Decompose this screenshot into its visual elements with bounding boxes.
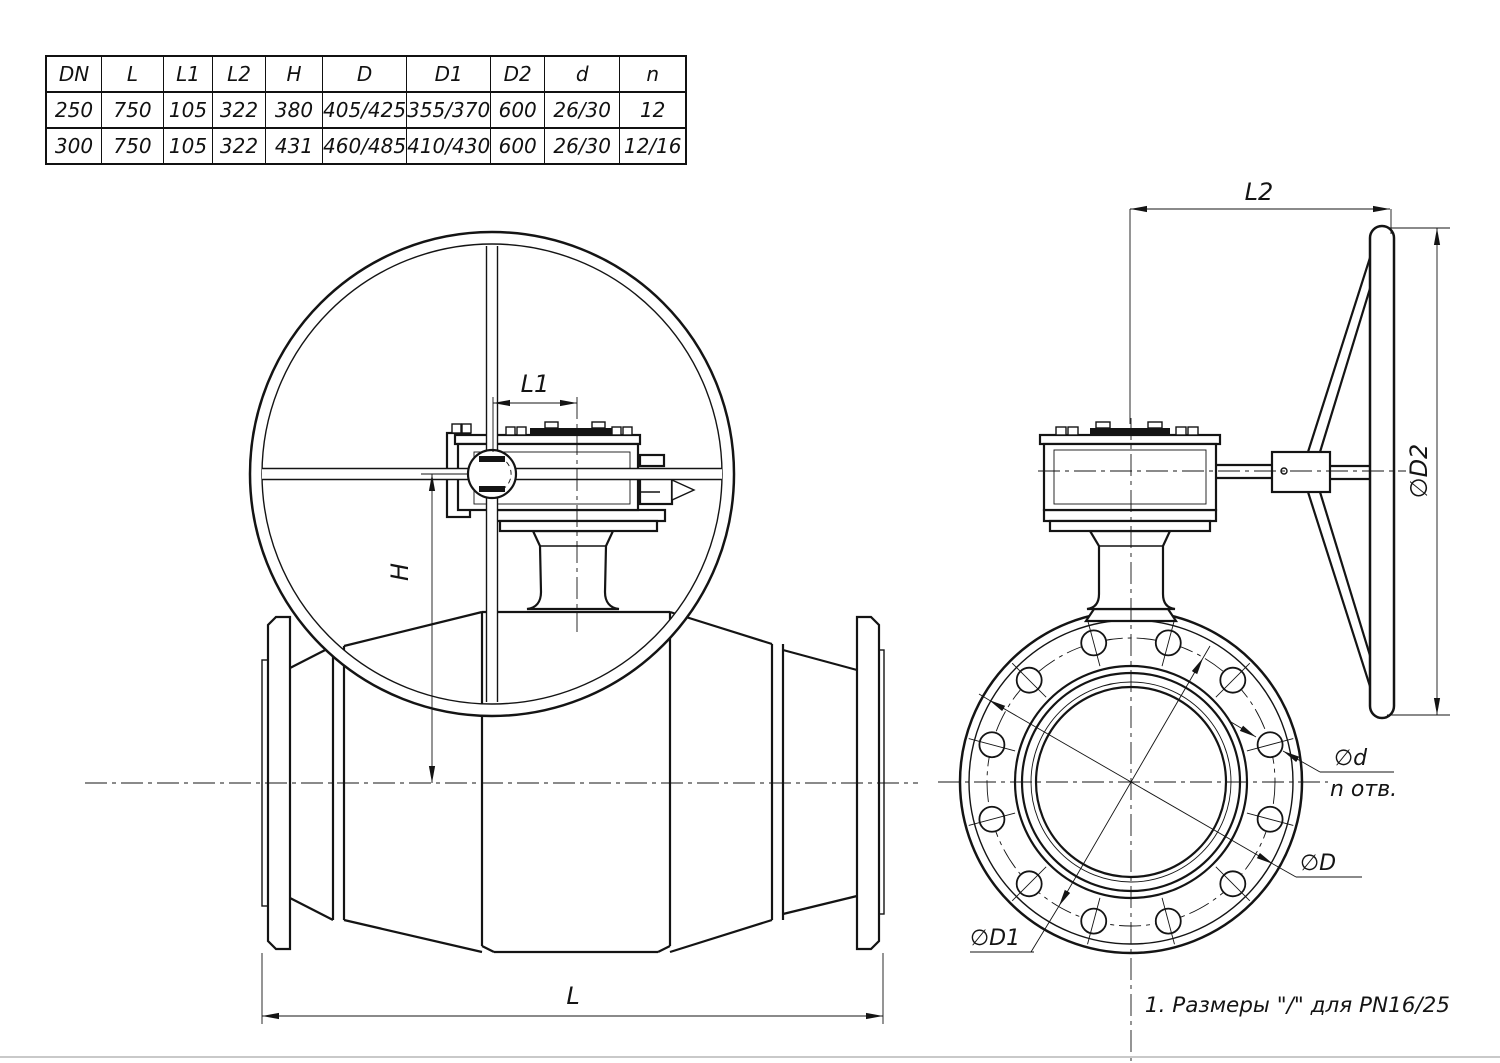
- table-cell: 750: [101, 128, 164, 164]
- bolt-icon: [461, 423, 472, 434]
- dimension-l2: L2: [1129, 178, 1392, 424]
- bolt-icon: [505, 426, 516, 436]
- table-header-cell: d: [544, 56, 620, 92]
- gearbox-side: [1038, 421, 1222, 533]
- table-cell: 600: [490, 128, 545, 164]
- table-header-cell: D: [321, 56, 407, 92]
- label-l2: L2: [1245, 178, 1274, 206]
- table-cell: 12/16: [619, 128, 687, 164]
- dimension-h: H: [386, 473, 467, 783]
- handwheel-front: [248, 230, 736, 718]
- bolt-icon: [1067, 426, 1079, 436]
- table-header-cell: L1: [163, 56, 213, 92]
- valve-body: [261, 610, 885, 954]
- table-cell: 750: [101, 92, 164, 128]
- bolt-icon: [451, 423, 462, 434]
- table-cell: 105: [163, 92, 213, 128]
- stem-column: [526, 529, 620, 611]
- bolt-icon: [1095, 421, 1111, 429]
- table-cell: 322: [212, 92, 266, 128]
- bolt-icon: [611, 426, 622, 436]
- callout-bolt-hole: ∅d n отв.: [1230, 721, 1397, 802]
- dimension-l: L: [261, 953, 884, 1024]
- table-header-cell: D1: [406, 56, 491, 92]
- table-cell: 105: [163, 128, 213, 164]
- table-cell: 250: [54, 98, 94, 122]
- table-cell: 405/425: [321, 92, 407, 128]
- table-header-cell: H: [265, 56, 323, 92]
- label-d-hole: ∅d: [1334, 746, 1368, 771]
- table-header-cell: L2: [212, 56, 266, 92]
- side-view: L2 ∅D2 ∅d n отв. ∅D ∅D1: [938, 178, 1450, 1063]
- table-cell: 300: [54, 134, 94, 158]
- drawing-note: 1. Размеры "/" для PN16/25: [1144, 993, 1450, 1018]
- front-view: L1 H L: [85, 230, 918, 1024]
- sheet-frame-line: [0, 1056, 1500, 1058]
- table-cell: 600: [490, 92, 545, 128]
- table-cell: 431: [265, 128, 323, 164]
- table-cell: 355/370: [406, 92, 491, 128]
- table-cell: 26/30: [544, 128, 620, 164]
- table-header-cell: D2: [490, 56, 545, 92]
- bolt-icon: [544, 421, 559, 429]
- bolt-icon: [622, 426, 633, 436]
- dimension-d2: ∅D2: [1387, 227, 1450, 716]
- dimension-l1: L1: [492, 370, 578, 632]
- table-cell: 460/485: [321, 128, 407, 164]
- bolt-icon: [1147, 421, 1163, 429]
- table-cell: 410/430: [406, 128, 491, 164]
- bolt-icon: [1055, 426, 1067, 436]
- label-l1: L1: [521, 370, 550, 398]
- label-n-holes: n отв.: [1330, 777, 1397, 802]
- table-cell: 12: [619, 92, 687, 128]
- handwheel-rim-side: [1368, 224, 1396, 720]
- label-d2: ∅D2: [1405, 444, 1433, 499]
- label-l: L: [566, 982, 579, 1010]
- table-header-cell: DN: [58, 62, 90, 86]
- table-header-cell: n: [619, 56, 687, 92]
- label-d-outer: ∅D: [1300, 851, 1336, 876]
- bolt-icon: [516, 426, 527, 436]
- table-cell: 322: [212, 128, 266, 164]
- table-header-cell: L: [101, 56, 164, 92]
- table-cell: 26/30: [544, 92, 620, 128]
- handwheel-side: [1216, 224, 1396, 720]
- label-h: H: [386, 563, 414, 581]
- label-d1: ∅D1: [970, 926, 1020, 951]
- bolt-icon: [591, 421, 606, 429]
- table-cell: 380: [265, 92, 323, 128]
- bolt-icon: [1175, 426, 1187, 436]
- bolt-icon: [1187, 426, 1199, 436]
- handwheel-rim: [248, 230, 736, 718]
